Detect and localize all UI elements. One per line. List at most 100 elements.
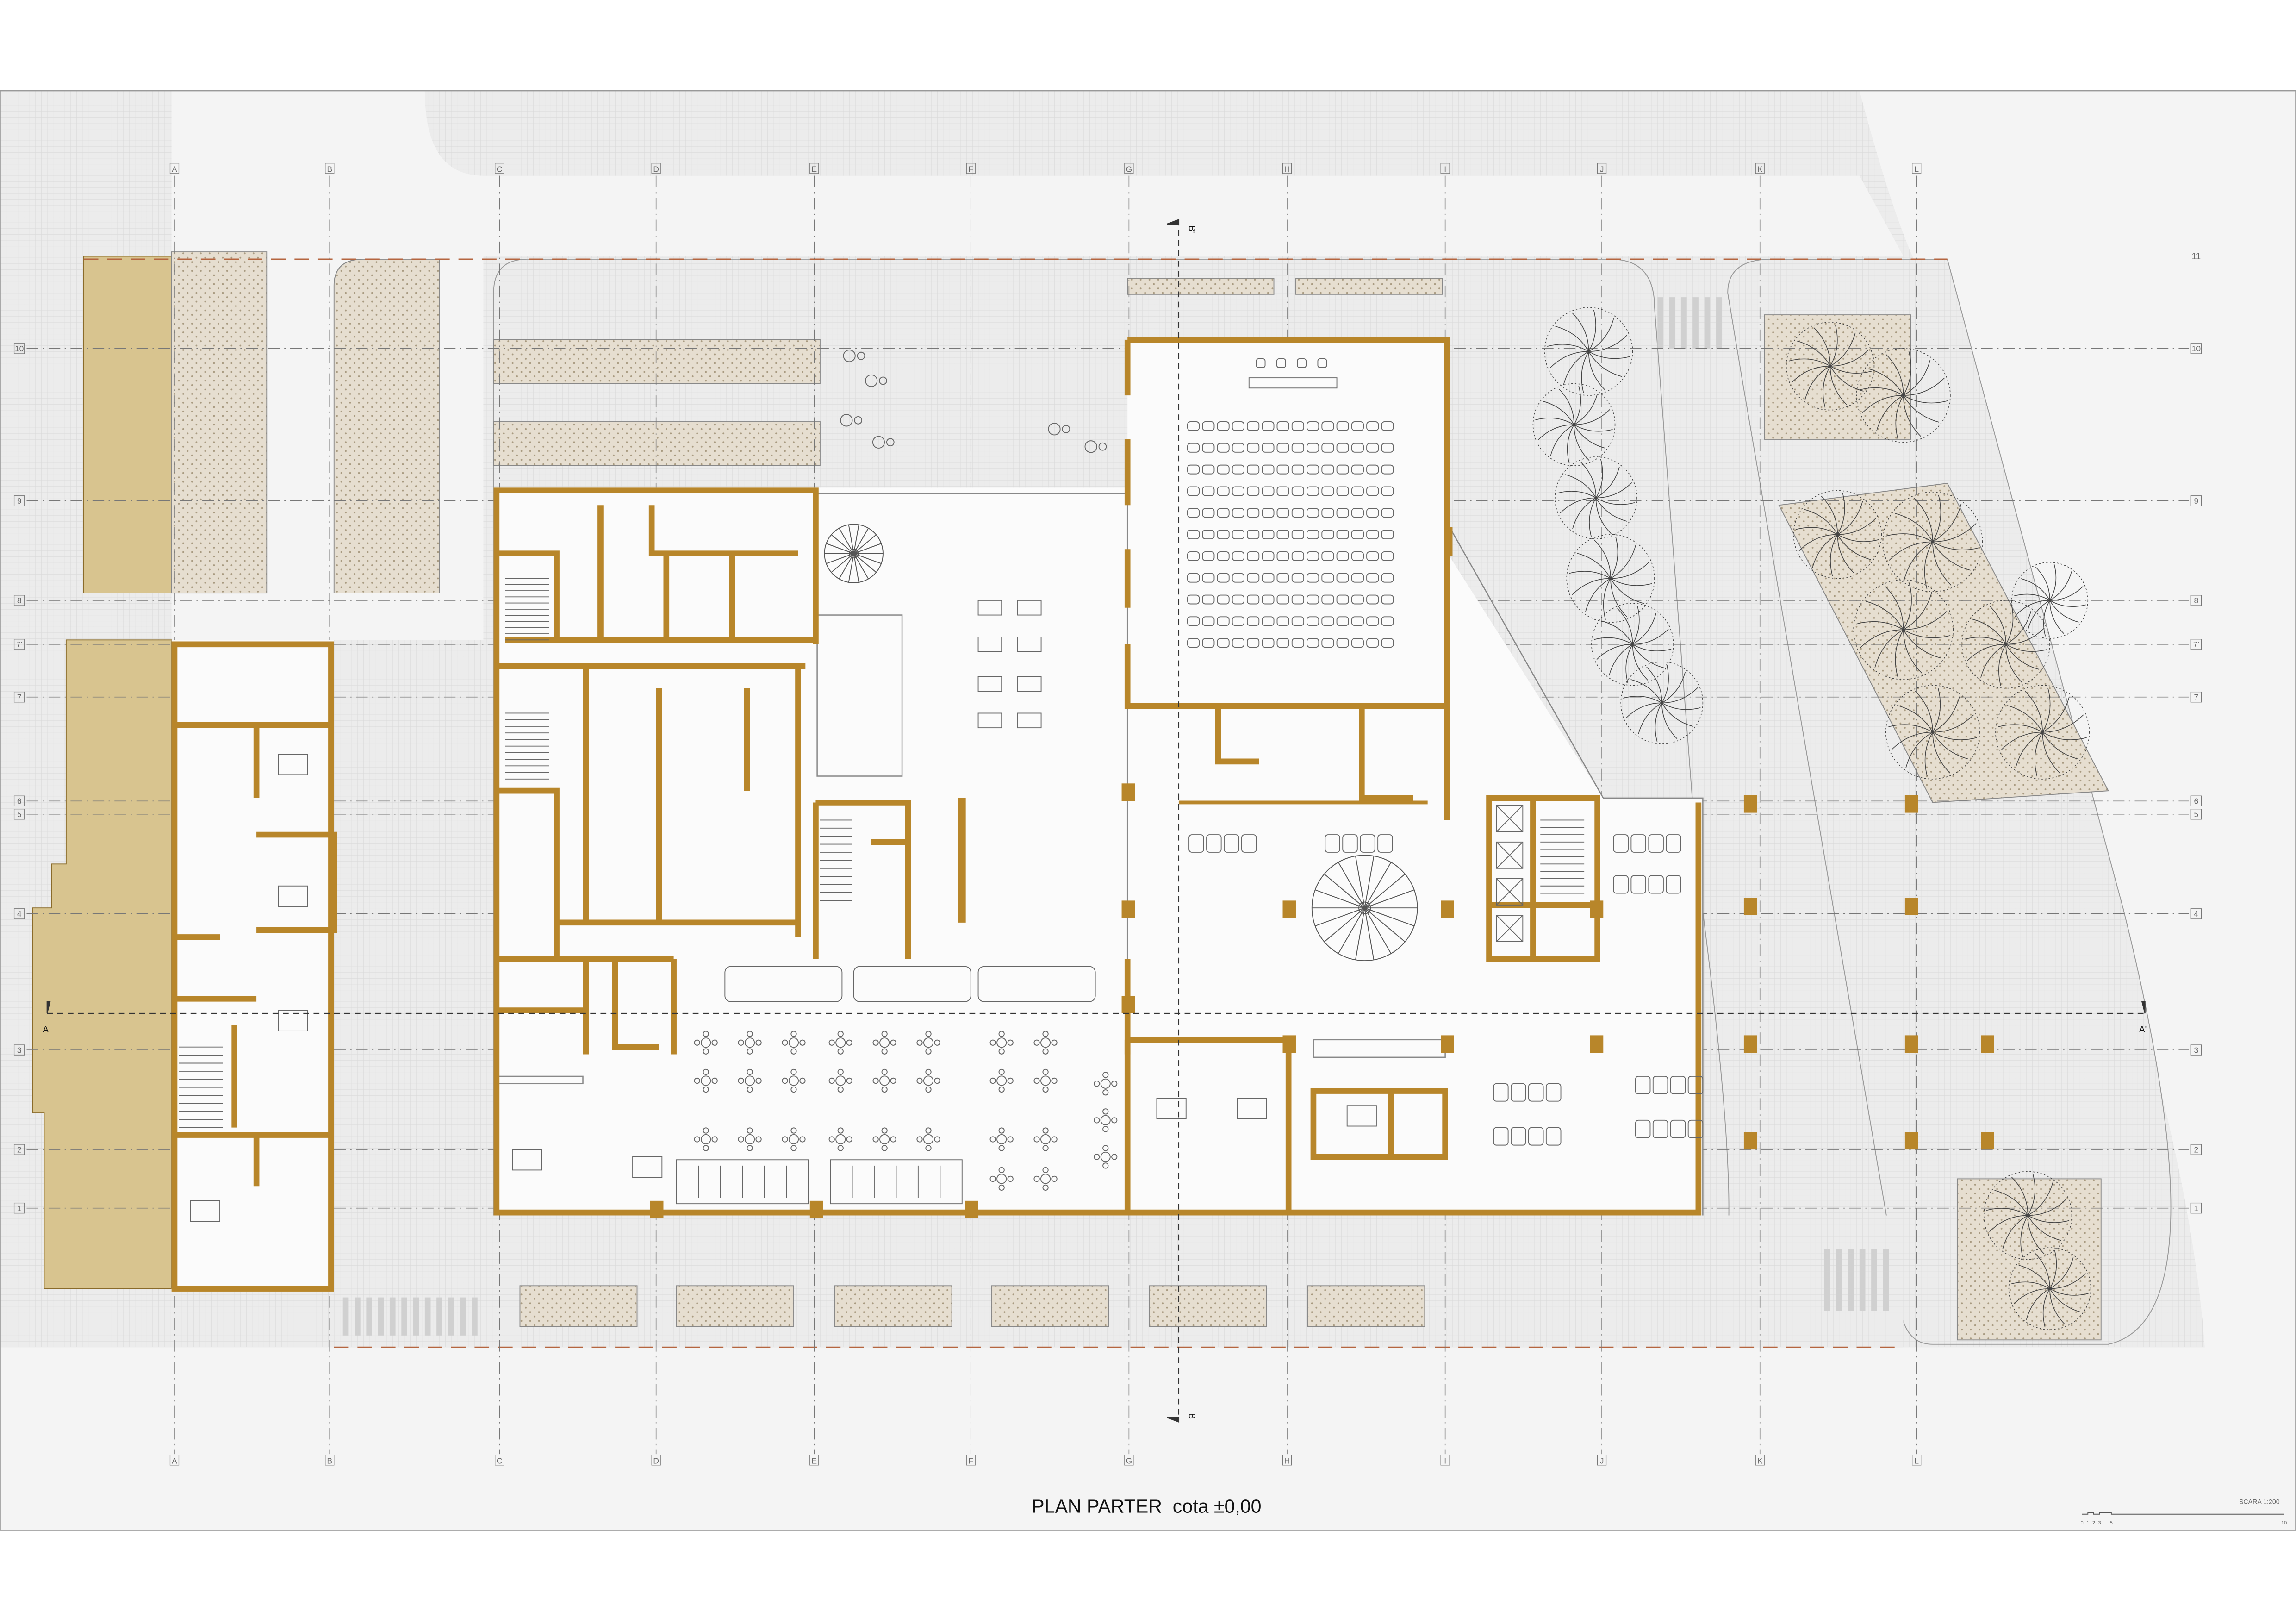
cafe-table: [1040, 1134, 1051, 1145]
auditorium-seat: [1351, 594, 1364, 605]
crosswalk-stripe: [436, 1297, 442, 1336]
chair: [782, 1136, 788, 1143]
chair: [799, 1077, 806, 1084]
cafe-table: [701, 1037, 711, 1048]
chair: [828, 1077, 835, 1084]
auditorium-seat: [1291, 486, 1305, 496]
grid-label-box: [2190, 343, 2202, 354]
chair: [1042, 1048, 1049, 1055]
auditorium-seat: [1336, 616, 1349, 626]
column: [1904, 898, 1918, 916]
grid-label-row: 8: [2194, 596, 2199, 605]
chair: [1102, 1108, 1109, 1115]
auditorium-seat: [1217, 638, 1230, 648]
column: [1904, 1035, 1918, 1053]
chair: [846, 1077, 852, 1084]
auditorium-seat: [1276, 443, 1289, 453]
grid-label-column: D: [653, 1456, 659, 1466]
column: [1981, 1035, 1994, 1053]
chair: [1102, 1162, 1109, 1169]
crosswalk-stripe: [366, 1297, 372, 1336]
grid-label-column: C: [497, 165, 503, 174]
lounge-chair: [1648, 875, 1664, 894]
elevator-cross: [1496, 805, 1523, 832]
tree-canopy: [1793, 490, 1882, 579]
scale-tick-label: 5: [2110, 1520, 2113, 1526]
lounge-chair: [1206, 834, 1222, 853]
lounge-chair: [1493, 1127, 1509, 1146]
auditorium-seat: [1336, 443, 1349, 453]
tree-icon: [1532, 383, 1616, 466]
auditorium-seat: [1307, 551, 1319, 561]
tree-canopy: [1995, 685, 2090, 780]
auditorium-seat: [1232, 508, 1244, 518]
scale-tick-label: 10: [2281, 1520, 2287, 1526]
elevator-cross: [1496, 842, 1523, 869]
auditorium-seat: [1232, 594, 1244, 605]
cafe-table: [1040, 1075, 1051, 1086]
auditorium-seat: [1381, 486, 1394, 496]
auditorium-seat: [1262, 616, 1275, 626]
auditorium-seat: [1307, 638, 1319, 648]
grid-label-box: [1440, 163, 1450, 174]
walls: [171, 337, 1702, 1292]
grid-label-box: [1124, 163, 1134, 174]
tree-canopy: [1983, 1171, 2072, 1260]
auditorium-seat: [1291, 530, 1305, 540]
chair: [1098, 442, 1107, 451]
cafe-table: [745, 1075, 755, 1086]
auditorium-seat: [1321, 551, 1334, 561]
desk: [632, 1156, 663, 1178]
tree-icon: [1591, 603, 1674, 686]
chair: [790, 1145, 797, 1151]
auditorium-seat: [1187, 530, 1200, 540]
buildings: [171, 337, 1994, 1292]
auditorium-seat: [1321, 573, 1334, 583]
grid-label-box: [1440, 1455, 1450, 1466]
grid-label-box: [1597, 163, 1607, 174]
road-bottom: [0, 1347, 2296, 1530]
auditorium-seat: [1366, 421, 1379, 431]
auditorium-seat: [1366, 464, 1379, 475]
lounge-chair: [1648, 834, 1664, 853]
booth: [724, 966, 843, 1002]
auditorium-seat: [1202, 573, 1215, 583]
grid-label-box: [2190, 595, 2202, 606]
chair: [790, 1068, 797, 1075]
column: [1743, 1132, 1757, 1150]
desk: [512, 1149, 542, 1171]
auditorium-seat: [1202, 594, 1215, 605]
chair: [1062, 425, 1070, 433]
paved-zones: [171, 251, 2109, 1341]
cafe-table: [835, 1075, 846, 1086]
auditorium-seat: [1232, 421, 1244, 431]
chair: [989, 1175, 996, 1182]
chair: [934, 1039, 940, 1046]
tree-canopy: [1853, 579, 1954, 680]
grid-label-column: J: [1600, 165, 1604, 174]
grid-label-box: [1912, 1455, 1922, 1466]
chair: [711, 1039, 718, 1046]
grid-label-box: [1597, 1455, 1607, 1466]
cafe-table: [701, 1134, 711, 1145]
auditorium-seat: [1217, 464, 1230, 475]
chair: [846, 1136, 852, 1143]
crosswalk-stripe: [1704, 297, 1711, 349]
chair: [747, 1145, 753, 1151]
bench-group: [676, 1159, 809, 1205]
table: [977, 676, 1002, 692]
chair: [998, 1068, 1005, 1075]
auditorium-seat: [1232, 530, 1244, 540]
chair: [694, 1039, 700, 1046]
cafe-table: [1040, 1174, 1051, 1184]
chair: [989, 1077, 996, 1084]
auditorium-seat: [1307, 508, 1319, 518]
auditorium-seat: [1321, 594, 1334, 605]
auditorium-seat: [1351, 573, 1364, 583]
cafe-table: [1100, 1078, 1111, 1089]
chair: [925, 1048, 932, 1055]
grid-label-column: A: [172, 165, 177, 174]
cafe-table: [1100, 1115, 1111, 1125]
crosswalk-stripe: [1657, 297, 1663, 349]
crosswalk-stripe: [1680, 297, 1687, 349]
